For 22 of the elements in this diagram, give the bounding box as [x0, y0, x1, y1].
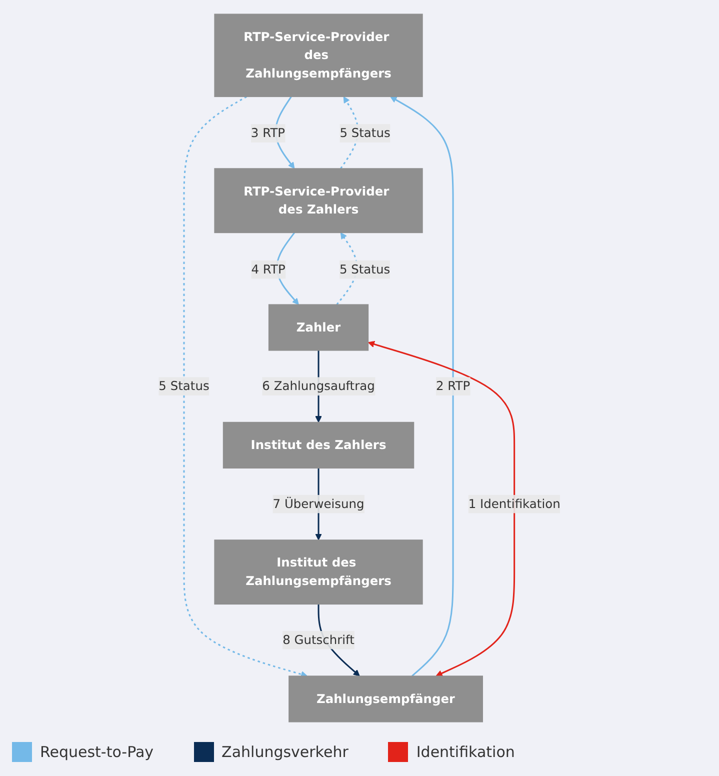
arrow	[368, 340, 516, 676]
node-box	[288, 676, 483, 722]
node-box	[214, 540, 423, 605]
node-box	[214, 14, 423, 98]
edge-label: 5 Status	[339, 262, 390, 276]
flowchart-diagram: RTP-Service-Provider des Zahlungsempfängers 3 RTP 5 Status RTP-Service-Provider des Zahlers 4 RTP 5 Status Zahler 5 Status 6 Zahlungsauftrag 2 RTP Institut des Zahlers 7 Überweisung 1 Identifikation Institut des Zahlungsempfängers 8 Gutschrift Zahlungsempfänger	[8, 8, 711, 728]
legend-label: Identifikation	[416, 743, 515, 761]
node-box	[214, 168, 423, 234]
edge-label: 2 RTP	[436, 378, 470, 394]
edge-label: 3 RTP	[250, 126, 286, 140]
edge-label: 7 Überweisung	[272, 496, 364, 511]
arrow	[390, 96, 454, 677]
edge-label: 5 Status	[340, 126, 390, 140]
legend-label: Request-to-Pay	[40, 743, 154, 761]
edge-label: 6 Zahlungsauftrag	[262, 378, 375, 394]
legend-label: Zahlungsverkehr	[222, 743, 348, 761]
node-box	[268, 304, 369, 351]
edge-label: 5 Status	[158, 378, 210, 394]
node-box	[222, 422, 414, 468]
edge-label: 1 Identifikation	[468, 496, 560, 511]
edge-label: 8 Gutschrift	[282, 632, 354, 647]
edge-label: 4 RTP	[251, 262, 286, 277]
